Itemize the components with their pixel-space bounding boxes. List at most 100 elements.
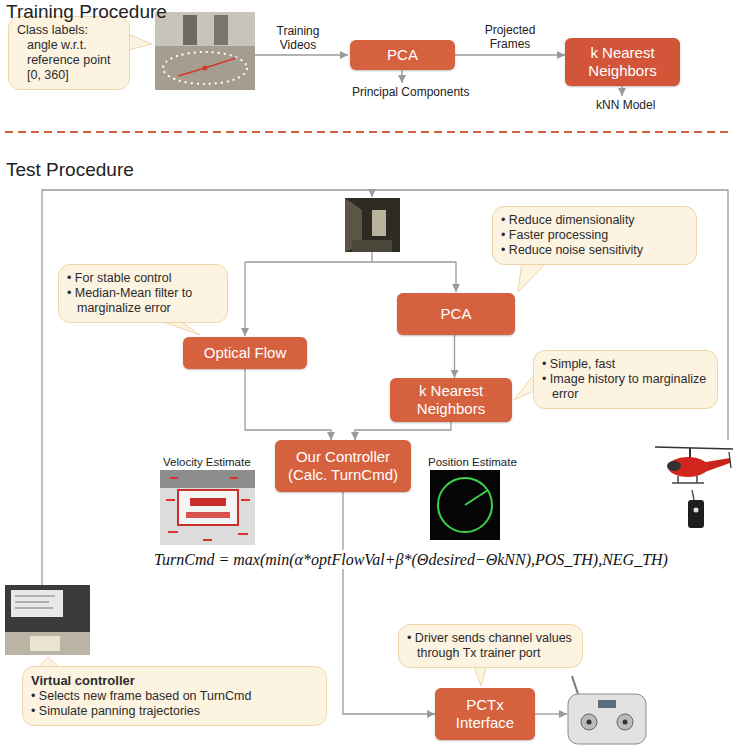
output-label: Principal Components (352, 85, 469, 99)
flow-line (455, 262, 456, 292)
callout-text: • Faster processing (501, 228, 688, 243)
box-label: Optical Flow (204, 344, 287, 362)
flow-line (245, 252, 456, 262)
process-box: PCTx Interface (435, 688, 535, 740)
callout-text: Class labels: angle w.r.t. reference poi… (17, 23, 121, 83)
camera-frame (372, 210, 386, 236)
transmitter (581, 714, 597, 730)
flow-line (371, 190, 372, 197)
training-photo (205, 58, 236, 68)
helicopter (694, 508, 699, 513)
callout-text: • Simulate panning trajectories (31, 704, 318, 719)
section-heading: Training Procedure (6, 0, 167, 23)
training-photo (163, 52, 247, 84)
screenshot (5, 585, 90, 655)
process-box: PCA (350, 40, 455, 70)
callout-note: • Simple, fast• Image history to margina… (533, 350, 718, 409)
screenshot (11, 590, 63, 617)
training-photo (203, 66, 208, 71)
callout-text: • Median-Mean filter to marginalize erro… (67, 286, 219, 316)
output-label: kNN Model (596, 98, 655, 112)
training-photo (183, 15, 197, 45)
training-photo (155, 12, 255, 90)
image-caption: Velocity Estimate (163, 455, 251, 469)
flow-arrow (455, 54, 565, 55)
callout-note: • Reduce dimensionality• Faster processi… (492, 206, 697, 265)
velocity-image (166, 478, 250, 540)
screenshot (5, 632, 90, 655)
camera-frame (345, 198, 400, 252)
image-caption: Position Estimate (428, 455, 517, 469)
transmitter (568, 676, 646, 744)
callout-note: Virtual controller• Selects new frame ba… (22, 666, 327, 726)
velocity-image (190, 498, 226, 506)
screenshot (30, 636, 60, 651)
box-label: k Nearest Neighbors (398, 382, 504, 418)
process-box: Our Controller (Calc. TurnCmd) (275, 440, 411, 492)
velocity-image (160, 470, 255, 545)
flow-arrow (245, 369, 331, 440)
box-label: PCA (387, 46, 418, 64)
callout-text: • Driver sends channel values through Tx… (407, 631, 574, 661)
callout-note: • For stable control• Median-Mean filter… (58, 264, 228, 323)
screenshot (5, 585, 90, 655)
helicopter (692, 490, 694, 500)
transmitter (568, 694, 646, 744)
training-photo (155, 12, 255, 90)
box-label: PCA (441, 305, 472, 323)
separator-line (5, 131, 733, 133)
flow-line (42, 190, 728, 585)
flow-line (42, 55, 728, 714)
box-label: Our Controller (Calc. TurnCmd) (283, 448, 403, 484)
position-image (438, 478, 492, 532)
flow-line (621, 86, 622, 96)
velocity-image (178, 490, 238, 525)
transmitter (623, 720, 628, 725)
helicopter (655, 447, 733, 528)
process-box: Optical Flow (183, 337, 307, 369)
edge-label: Projected Frames (474, 23, 546, 51)
callout-text: • Reduce noise sensitivity (501, 243, 688, 258)
callout-note: Class labels: angle w.r.t. reference poi… (8, 16, 130, 90)
callout-text: • For stable control (67, 271, 219, 286)
callout-tail (38, 34, 547, 686)
helicopter (672, 476, 704, 483)
flow-arrow (454, 335, 455, 378)
callout-tail (128, 34, 152, 50)
flow-arrow (343, 492, 435, 714)
process-box: k Nearest Neighbors (390, 378, 512, 422)
transmitter (598, 700, 616, 708)
helicopter (668, 457, 708, 477)
screenshot (15, 596, 55, 608)
training-photo (214, 15, 228, 45)
transmitter (587, 720, 592, 725)
flow-label: Training Videos (262, 24, 334, 52)
flow-line (401, 70, 402, 83)
helicopter (729, 452, 731, 468)
velocity-image (160, 470, 255, 545)
transmitter (617, 714, 633, 730)
callout-text: • Reduce dimensionality (501, 213, 688, 228)
callout-note: • Driver sends channel values through Tx… (398, 624, 583, 668)
box-label: k Nearest Neighbors (573, 44, 672, 80)
training-photo (178, 68, 205, 76)
callout-heading: Virtual controller (31, 673, 318, 688)
camera-frame (345, 198, 400, 252)
helicopter (655, 447, 733, 449)
position-image (430, 470, 500, 540)
process-box: PCA (397, 293, 515, 335)
callout-text: • Selects new frame based on TurnCmd (31, 689, 318, 704)
helicopter (667, 461, 681, 471)
position-image (430, 470, 500, 540)
process-box: k Nearest Neighbors (565, 38, 680, 86)
callout-text: • Simple, fast (542, 357, 709, 372)
flow-line (244, 262, 245, 336)
velocity-image (186, 512, 230, 518)
callout-tail (518, 262, 547, 292)
transmitter (572, 676, 578, 694)
flow-line (255, 54, 348, 55)
position-image (465, 490, 488, 505)
camera-frame (352, 240, 392, 252)
training-photo (155, 12, 255, 46)
